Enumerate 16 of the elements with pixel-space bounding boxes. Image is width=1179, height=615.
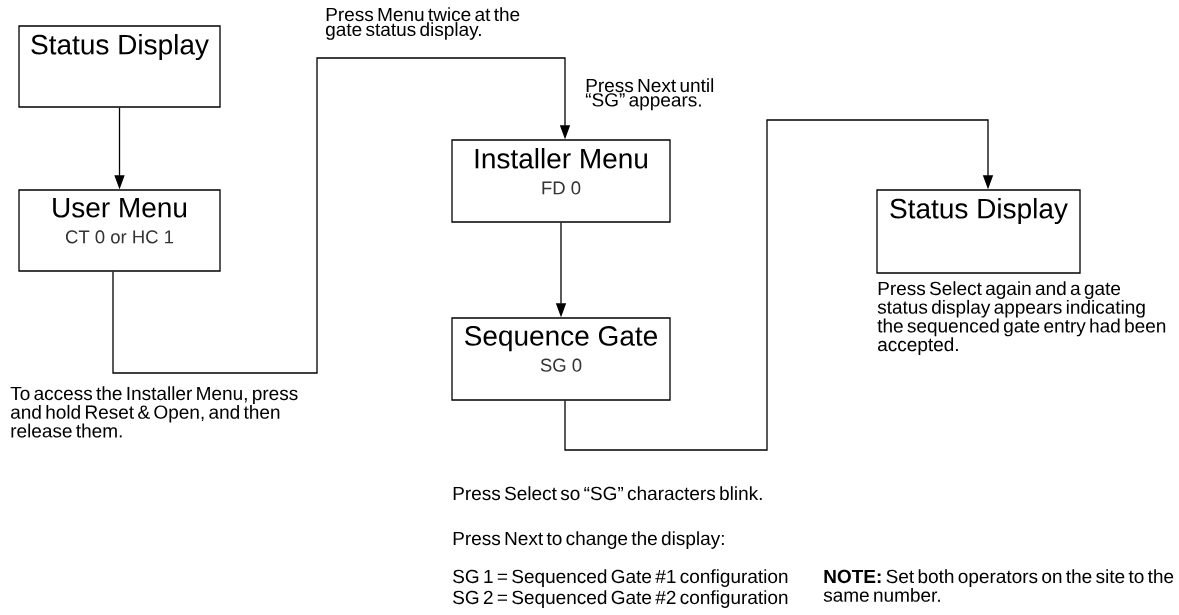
arrow	[564, 119, 994, 451]
process-box: Installer Menu FD 0	[451, 139, 671, 223]
note-text: Press Next until “SG” appears.	[585, 78, 714, 111]
note-text: To access the Installer Menu, press and hold Reset & Open, and then release them.	[10, 386, 298, 438]
note-text: SG 2 = Sequenced Gate #2 configuration	[453, 590, 788, 608]
note-text: NOTE: Set both operators on the site to the same number.	[823, 569, 1174, 602]
process-box: Status Display	[876, 189, 1081, 274]
process-box: Sequence Gate SG 0	[451, 317, 671, 401]
process-box: Status Display	[18, 25, 221, 108]
note-text: SG 1 = Sequenced Gate #1 configuration	[453, 569, 788, 587]
note-text: Press Select so “SG” characters blink.	[453, 486, 762, 501]
arrow	[112, 57, 571, 374]
edge-label: Press Menu twice at the gate status display.	[324, 6, 532, 41]
node-note: Press Select again and a gate status display appears indicating the sequenced gate entry had been accepted.	[877, 281, 1166, 356]
note-text: Press Next to change the display:	[453, 531, 724, 549]
process-box: User Menu CT 0 or HC 1	[18, 189, 221, 272]
